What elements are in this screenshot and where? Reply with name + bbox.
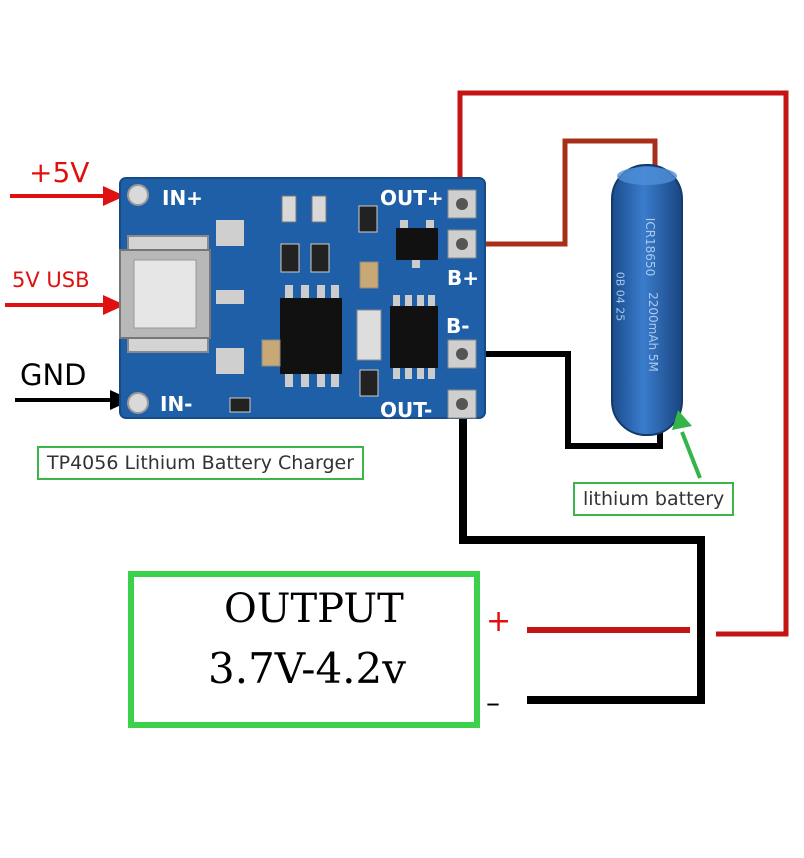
output-plus-sign: + bbox=[486, 604, 512, 639]
black-wire-out-minus bbox=[459, 410, 705, 704]
battery-capacity-text: 2200mAh 5M bbox=[646, 292, 660, 372]
red-wire-b-plus bbox=[462, 138, 658, 247]
board-caption: TP4056 Lithium Battery Charger bbox=[37, 446, 365, 480]
pin-in-minus-label: IN- bbox=[160, 392, 193, 416]
pad-out-plus bbox=[447, 189, 477, 219]
pad-b-minus bbox=[447, 339, 477, 369]
lithium-battery-cell bbox=[611, 164, 683, 436]
tp4056-chip bbox=[280, 285, 342, 387]
protection-chip bbox=[390, 295, 438, 379]
black-wire-b-minus bbox=[462, 351, 663, 449]
output-box bbox=[128, 571, 480, 728]
input-5v-label: +5V bbox=[29, 156, 90, 189]
pin-out-plus-label: OUT+ bbox=[380, 186, 444, 210]
battery-label: lithium battery bbox=[573, 482, 735, 516]
input-gnd-label: GND bbox=[20, 358, 87, 392]
pin-b-plus-label: B+ bbox=[447, 266, 480, 290]
pin-out-minus-label: OUT- bbox=[380, 398, 433, 422]
output-range: 3.7V-4.2v bbox=[208, 644, 406, 693]
pad-out-minus bbox=[447, 389, 477, 419]
output-minus-sign: – bbox=[486, 686, 500, 719]
micro-usb-connector bbox=[119, 235, 211, 353]
battery-pointer-arrow bbox=[672, 410, 702, 479]
arrow-5v bbox=[10, 186, 125, 206]
tp4056-board bbox=[119, 177, 486, 419]
pad-b-plus bbox=[447, 229, 477, 259]
battery-model-text: ICR18650 bbox=[643, 217, 657, 277]
pin-in-plus-label: IN+ bbox=[162, 186, 203, 210]
input-usb-label: 5V USB bbox=[12, 268, 90, 292]
pin-b-minus-label: B- bbox=[446, 314, 470, 338]
arrow-usb bbox=[5, 295, 125, 315]
red-wire-out-plus bbox=[457, 90, 789, 637]
battery-code-text: 0B 04 25 bbox=[613, 271, 627, 322]
arrow-gnd bbox=[15, 390, 132, 410]
output-title: OUTPUT bbox=[224, 586, 404, 632]
